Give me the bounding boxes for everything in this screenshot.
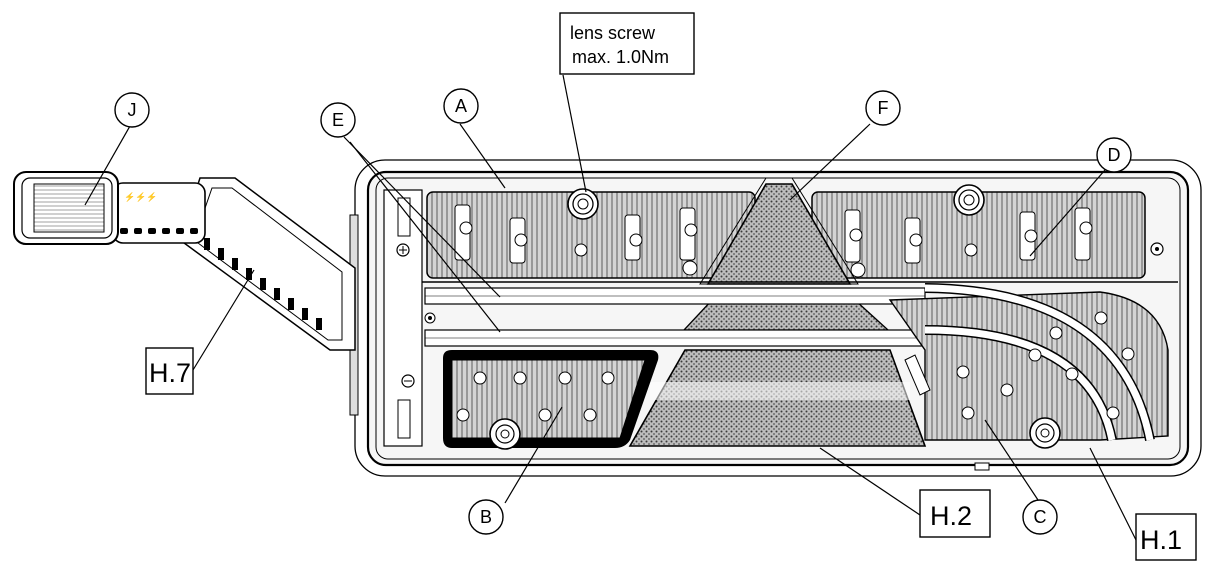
callout-h1: H.1: [1135, 513, 1197, 561]
svg-text:C: C: [1034, 507, 1047, 527]
svg-text:A: A: [455, 96, 467, 116]
lower-right-lens-screw: [1029, 417, 1061, 449]
right-curved-lens: [888, 283, 1169, 449]
lens-screw-note: lens screw max. 1.0Nm: [559, 12, 695, 75]
note-line-1: lens screw: [570, 23, 656, 43]
reflector-triangles: [628, 177, 927, 447]
callout-e: E: [320, 102, 356, 138]
connector-brand-mark: ⚡⚡⚡: [124, 191, 158, 203]
callout-c: C: [1022, 499, 1058, 535]
callout-d: D: [1096, 137, 1132, 173]
svg-text:E: E: [332, 110, 344, 130]
callout-h7: H.7: [145, 347, 194, 395]
callout-h2: H.2: [919, 489, 991, 538]
lower-left-lens: [443, 350, 659, 450]
callout-j: J: [114, 92, 150, 128]
lower-left-lens-screw: [489, 418, 521, 450]
upper-lens: [426, 184, 1146, 279]
svg-text:H.1: H.1: [1140, 525, 1182, 555]
svg-text:H.2: H.2: [930, 501, 972, 531]
cable-and-plug: ⚡⚡⚡: [13, 171, 356, 351]
callout-f: F: [865, 90, 901, 126]
svg-text:F: F: [878, 98, 889, 118]
note-line-2: max. 1.0Nm: [572, 47, 669, 67]
svg-text:J: J: [128, 100, 137, 120]
upper-left-lens-screw: [567, 188, 599, 220]
svg-text:B: B: [480, 507, 492, 527]
svg-text:D: D: [1108, 145, 1121, 165]
callout-b: B: [468, 499, 504, 535]
upper-right-lens-screw: [953, 184, 985, 216]
light-guide-channels: [422, 281, 1178, 347]
leader-lines: [84, 74, 1137, 541]
svg-text:H.7: H.7: [149, 358, 191, 388]
callout-a: A: [443, 88, 479, 124]
